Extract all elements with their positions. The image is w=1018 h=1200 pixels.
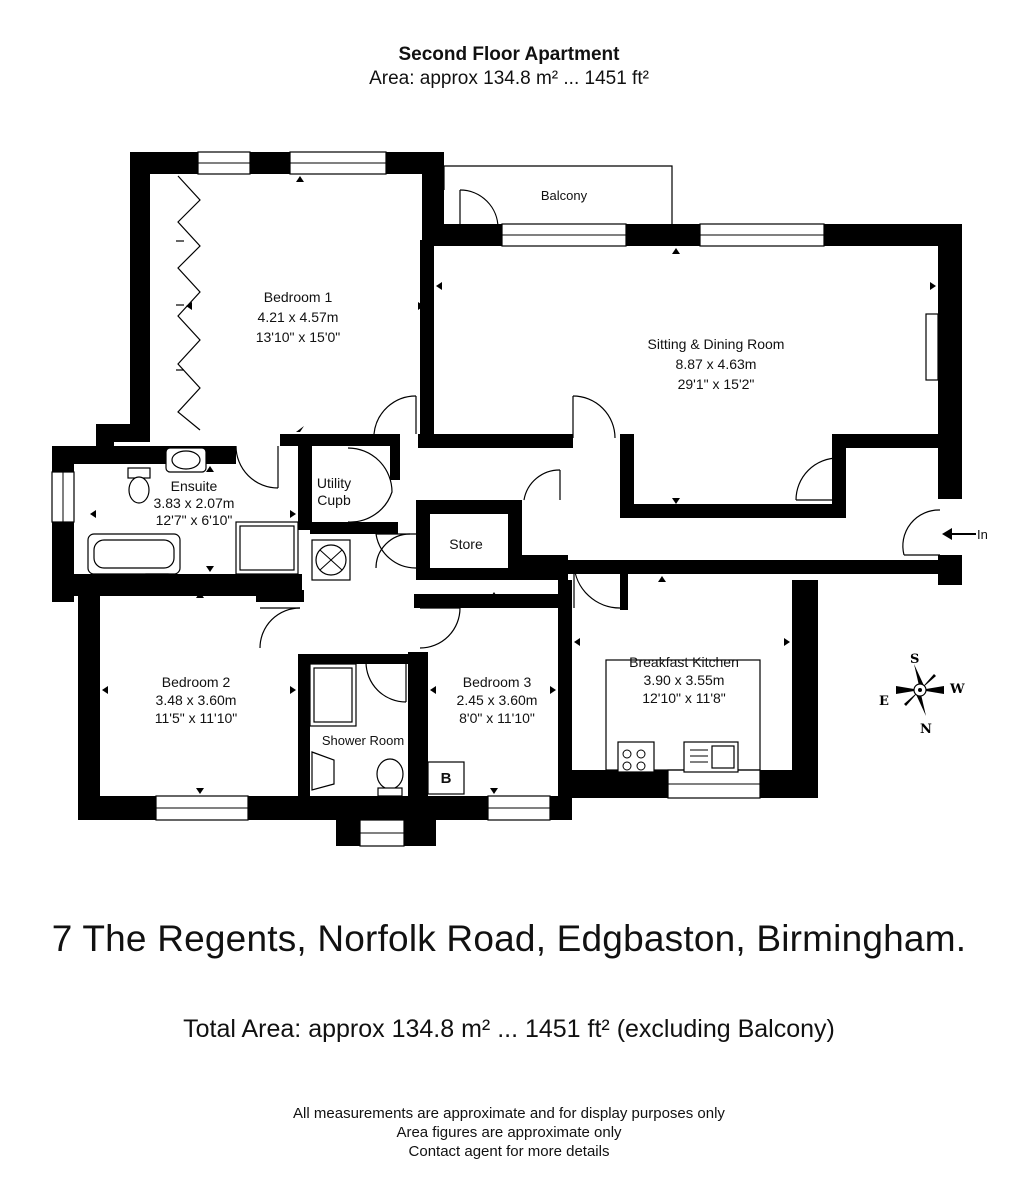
store-name: Store bbox=[449, 536, 483, 552]
compass-s: S bbox=[910, 652, 919, 667]
disclaimer-line: Contact agent for more details bbox=[408, 1143, 610, 1160]
sitting-metric: 8.87 x 4.63m bbox=[676, 356, 757, 372]
bedroom1-name: Bedroom 1 bbox=[264, 289, 333, 305]
utility-line2: Cupb bbox=[317, 492, 351, 508]
ensuite-imperial: 12'7" x 6'10" bbox=[156, 512, 233, 528]
bedroom2-imperial: 11'5" x 11'10" bbox=[155, 710, 238, 726]
balcony-name: Balcony bbox=[541, 188, 588, 203]
disclaimer-line: Area figures are approximate only bbox=[396, 1124, 622, 1141]
compass-w: W bbox=[949, 682, 965, 697]
wardrobe-doors bbox=[176, 175, 201, 431]
entrance-arrow-icon bbox=[942, 528, 976, 540]
bedroom3-name: Bedroom 3 bbox=[463, 674, 532, 690]
bedroom2-metric: 3.48 x 3.60m bbox=[156, 692, 237, 708]
fixtures bbox=[87, 447, 761, 797]
bedroom2-name: Bedroom 2 bbox=[162, 674, 231, 690]
plan-area: Area: approx 134.8 m² ... 1451 ft² bbox=[369, 68, 649, 89]
disclaimer: All measurements are approximate and for… bbox=[0, 1104, 1018, 1161]
entrance-label: In bbox=[977, 527, 988, 542]
fireplace bbox=[925, 313, 939, 381]
bedroom1-metric: 4.21 x 4.57m bbox=[258, 309, 339, 325]
compass-e: E bbox=[879, 694, 889, 709]
kitchen-name: Breakfast Kitchen bbox=[629, 654, 739, 670]
total-area: Total Area: approx 134.8 m² ... 1451 ft²… bbox=[183, 1015, 835, 1043]
dimension-arrows bbox=[90, 176, 936, 794]
kitchen-metric: 3.90 x 3.55m bbox=[644, 672, 725, 688]
compass-icon bbox=[896, 664, 944, 716]
ensuite-metric: 3.83 x 2.07m bbox=[154, 495, 235, 511]
balcony-outline bbox=[443, 165, 673, 229]
boiler-label: B bbox=[441, 770, 452, 787]
plan-title: Second Floor Apartment bbox=[398, 44, 620, 65]
compass-n: N bbox=[920, 722, 932, 737]
sitting-imperial: 29'1" x 15'2" bbox=[678, 376, 755, 392]
utility-line1: Utility bbox=[317, 475, 351, 491]
ensuite-name: Ensuite bbox=[171, 478, 218, 494]
floor-plan: In S W E N Bedroom 1 4.21 x 4.57m 13'10"… bbox=[51, 151, 988, 847]
disclaimer-line: All measurements are approximate and for… bbox=[293, 1105, 725, 1122]
fixture-details bbox=[319, 549, 708, 771]
sitting-name: Sitting & Dining Room bbox=[648, 336, 785, 352]
bedroom3-imperial: 8'0" x 11'10" bbox=[459, 710, 535, 726]
bedroom1-imperial: 13'10" x 15'0" bbox=[256, 329, 341, 345]
doors bbox=[235, 395, 941, 703]
window-lines bbox=[62, 162, 824, 834]
shower-room-name: Shower Room bbox=[322, 733, 404, 748]
bedroom3-metric: 2.45 x 3.60m bbox=[457, 692, 538, 708]
kitchen-imperial: 12'10" x 11'8" bbox=[642, 690, 726, 706]
property-address: 7 The Regents, Norfolk Road, Edgbaston, … bbox=[51, 918, 967, 959]
